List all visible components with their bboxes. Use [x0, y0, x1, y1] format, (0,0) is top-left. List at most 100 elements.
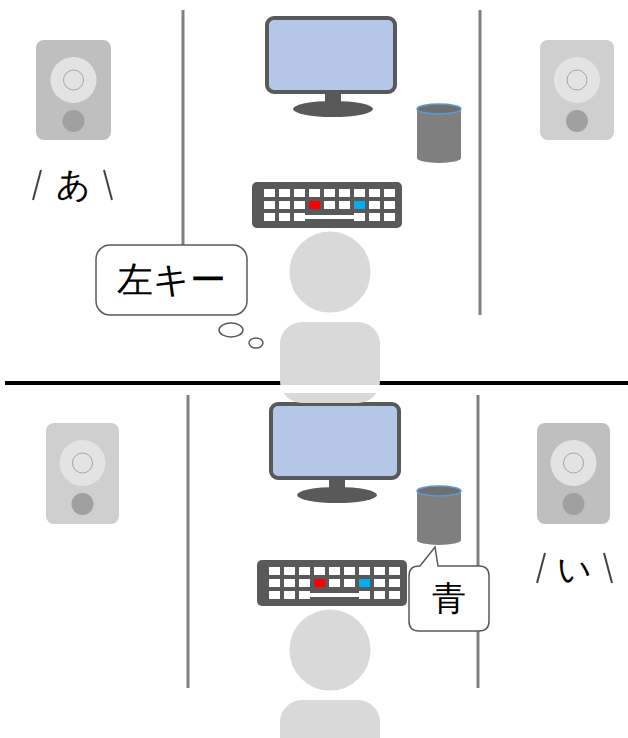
keyboard	[252, 182, 402, 228]
monitor-screen	[271, 404, 399, 478]
sound-mark	[33, 170, 41, 200]
key	[279, 213, 290, 221]
panel-gap	[0, 385, 628, 393]
key	[354, 213, 365, 221]
key	[284, 591, 295, 599]
speaker-woofer	[51, 57, 97, 103]
speaker-tweeter	[566, 110, 588, 132]
key	[359, 579, 370, 587]
key	[354, 189, 365, 197]
keyboard	[257, 560, 407, 606]
key	[324, 189, 335, 197]
key	[279, 201, 290, 209]
key	[374, 591, 385, 599]
key	[389, 567, 400, 575]
key	[309, 201, 320, 209]
key	[344, 579, 355, 587]
sound-text: あ	[56, 162, 91, 208]
space-key	[303, 593, 359, 597]
speaker-tweeter	[72, 493, 94, 515]
thought-dot	[249, 338, 263, 348]
key	[384, 201, 395, 209]
speaker-tweeter	[63, 110, 85, 132]
smart-speaker	[417, 104, 461, 163]
person-body	[280, 700, 380, 738]
speaker-cone	[73, 453, 93, 473]
speaker-woofer	[60, 440, 106, 486]
key	[264, 213, 275, 221]
key	[359, 567, 370, 575]
key	[389, 591, 400, 599]
key	[329, 567, 340, 575]
key	[299, 579, 310, 587]
key	[389, 579, 400, 587]
speaker-cone	[64, 70, 84, 90]
bubble-border	[409, 547, 489, 631]
partition-line	[187, 395, 190, 688]
speaker-woofer	[551, 440, 597, 486]
speaker-body	[36, 40, 111, 140]
bubble-text: 左キー	[117, 256, 226, 305]
sound-mark	[604, 553, 612, 583]
speaker	[36, 40, 111, 140]
partition-line	[479, 10, 482, 315]
smart-speaker-body	[417, 491, 461, 545]
person	[280, 230, 380, 403]
speaker-tweeter	[563, 493, 585, 515]
speaker	[46, 423, 119, 524]
key	[294, 189, 305, 197]
speaker-body	[540, 40, 614, 140]
thought-dot	[219, 323, 243, 337]
speaker-cone	[564, 453, 584, 473]
key	[284, 579, 295, 587]
sound-mark	[537, 553, 545, 583]
speech-bubble: 青	[408, 565, 490, 632]
thought-bubble: 左キー	[95, 244, 248, 316]
sound-text: い	[557, 547, 592, 593]
speaker-body	[537, 423, 610, 524]
key	[279, 189, 290, 197]
monitor	[267, 18, 395, 117]
monitor-base	[297, 487, 377, 503]
key	[294, 201, 305, 209]
key	[384, 213, 395, 221]
key	[369, 213, 380, 221]
key	[284, 567, 295, 575]
space-key	[298, 215, 354, 219]
monitor-base	[293, 101, 373, 117]
key	[339, 189, 350, 197]
smart-speaker-body	[417, 109, 461, 163]
speaker	[540, 40, 614, 140]
person	[280, 608, 380, 738]
key	[344, 567, 355, 575]
partition-line	[477, 395, 480, 688]
key	[314, 567, 325, 575]
speaker-woofer	[554, 57, 600, 103]
key	[264, 201, 275, 209]
key	[264, 189, 275, 197]
key	[269, 567, 280, 575]
smart-speaker-ring	[417, 486, 461, 496]
smart-speaker-ring	[417, 104, 461, 114]
key	[309, 189, 320, 197]
key	[354, 201, 365, 209]
speaker	[537, 423, 610, 524]
keyboard-body	[257, 560, 407, 606]
key	[329, 579, 340, 587]
key	[369, 189, 380, 197]
person-head	[288, 230, 372, 314]
key	[369, 201, 380, 209]
bubble-border	[96, 245, 247, 315]
speaker-body	[46, 423, 119, 524]
key	[359, 591, 370, 599]
key	[269, 591, 280, 599]
person-head	[288, 608, 372, 692]
sound-mark	[104, 170, 112, 200]
monitor-screen	[267, 18, 395, 92]
key	[374, 567, 385, 575]
monitor	[271, 404, 399, 503]
smart-speaker	[417, 486, 461, 545]
key	[314, 579, 325, 587]
key	[269, 579, 280, 587]
